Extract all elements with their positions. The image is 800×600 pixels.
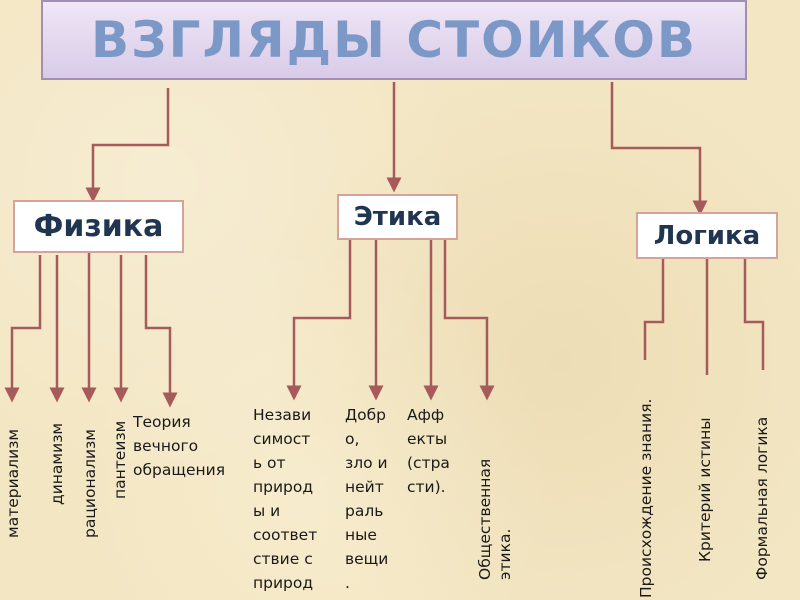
physics-item-pantheism: пантеизм (111, 420, 129, 499)
physics-item-eternal-return: Теория вечного обращения (133, 413, 226, 479)
page-title: ВЗГЛЯДЫ СТОИКОВ (91, 11, 697, 69)
connector-physics-5 (144, 255, 178, 408)
physics-item-rationalism: рационализм (81, 429, 99, 538)
ethics-item-independence: Незави симост ь от природ ы и соответ ст… (253, 406, 318, 592)
category-physics: Физика (13, 200, 184, 253)
logic-item-formal-logic: Формальная логика (753, 416, 771, 580)
physics-item-materialism: материализм (4, 428, 22, 538)
connector-ethics-4 (443, 240, 495, 401)
connector-title-logic (610, 82, 708, 216)
connector-logic-1 (643, 258, 665, 360)
logic-item-origin-of-knowledge: Происхождение знания. (637, 398, 655, 598)
connector-physics-1 (4, 255, 42, 403)
connector-logic-3 (743, 258, 765, 370)
category-logic: Логика (636, 212, 778, 259)
connector-ethics-1 (286, 240, 352, 401)
category-ethics: Этика (337, 194, 458, 240)
ethics-item-social-ethics: Общественная этика. (476, 458, 514, 580)
ethics-item-affects: Афф екты (стра сти). (407, 406, 450, 496)
title-banner: ВЗГЛЯДЫ СТОИКОВ (41, 0, 747, 80)
connector-title-physics (85, 88, 170, 203)
ethics-item-good-evil: Добр о, зло и нейт раль ные вещи . (345, 406, 389, 592)
category-ethics-label: Этика (353, 202, 442, 232)
physics-item-dynamism: динамизм (48, 422, 66, 505)
category-logic-label: Логика (653, 220, 761, 251)
category-physics-label: Физика (33, 209, 164, 244)
logic-item-criterion-of-truth: Критерий истины (696, 417, 714, 562)
